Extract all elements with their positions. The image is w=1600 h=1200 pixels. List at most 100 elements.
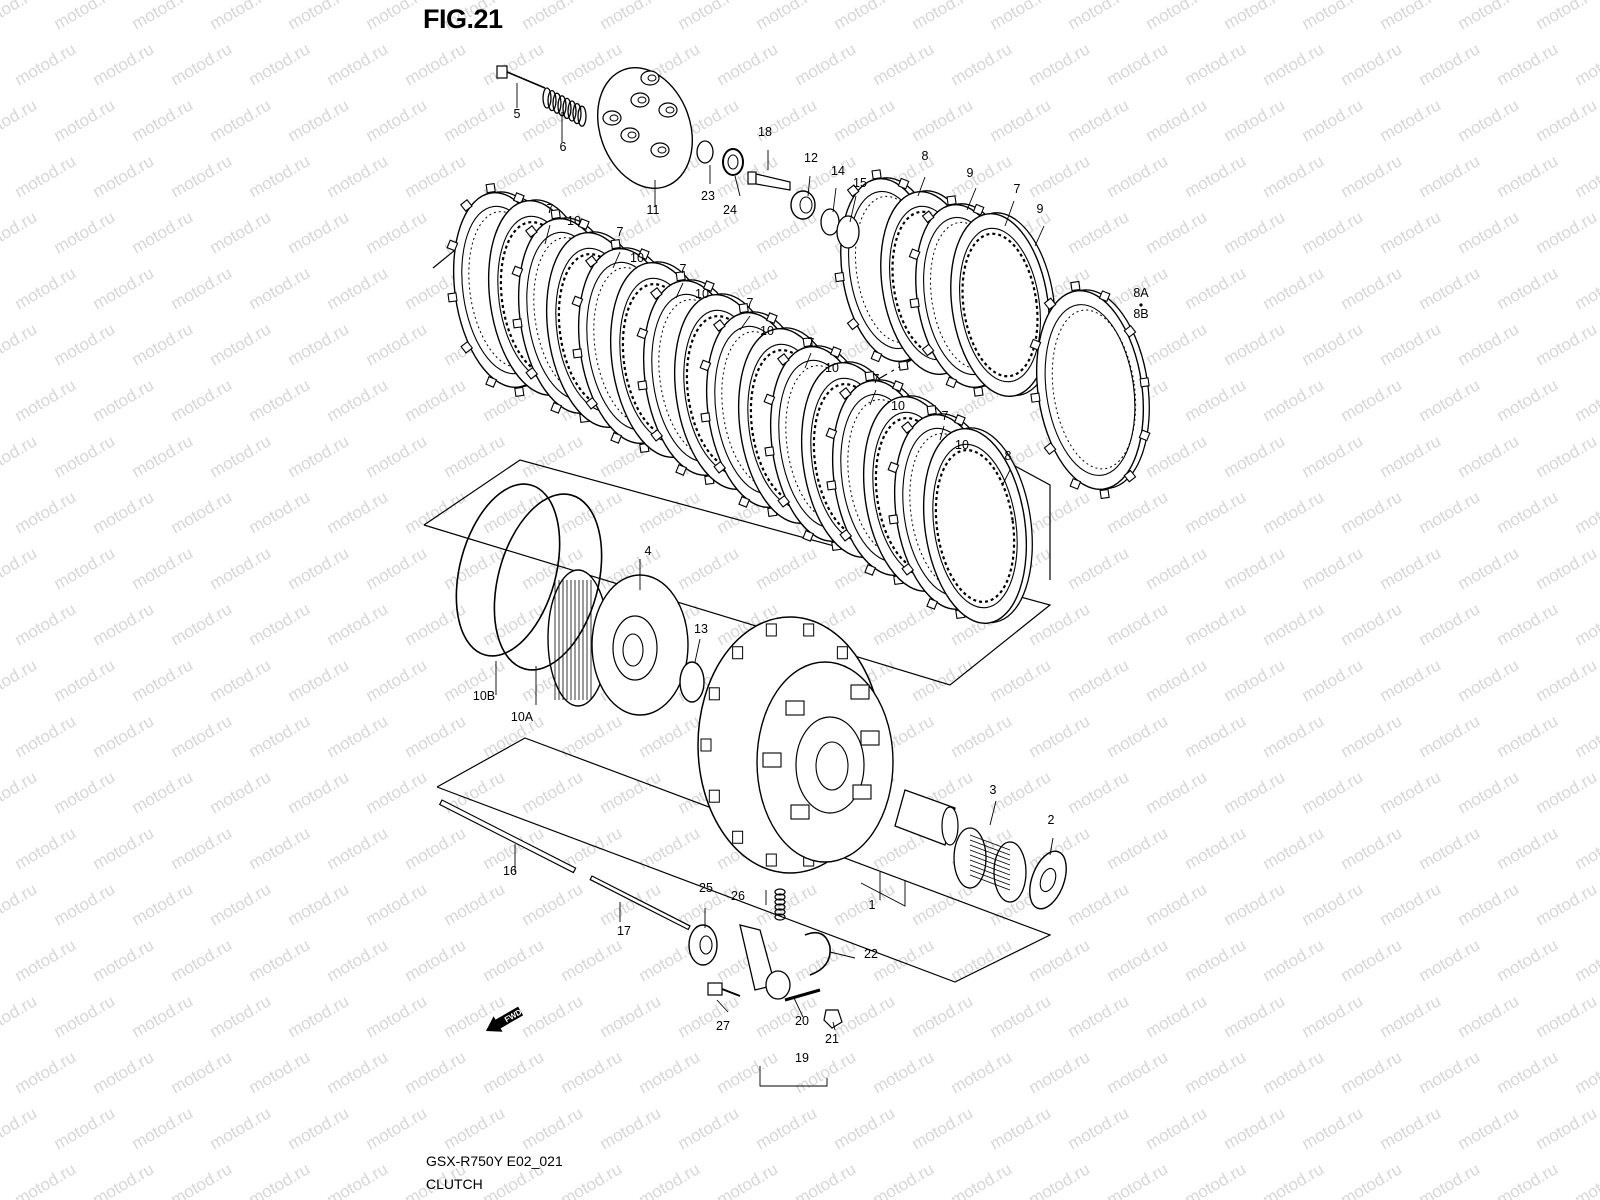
- spacer: [894, 789, 959, 846]
- callout-10: 10: [955, 438, 969, 452]
- callout-10a: 10A: [511, 710, 534, 724]
- callout-3: 3: [990, 783, 997, 797]
- callout-10: 10: [891, 399, 905, 413]
- callout-26: 26: [731, 889, 745, 903]
- leader-line: [793, 997, 804, 1018]
- callout-2: 2: [1048, 813, 1055, 827]
- leader-line: [716, 999, 729, 1013]
- leader-line: [1004, 200, 1015, 227]
- model-code: GSX-R750Y E02_021: [426, 1153, 563, 1169]
- clutch-sleeve-hub: [547, 569, 689, 716]
- basket-frame: [436, 737, 1052, 983]
- leader-line: [734, 175, 741, 197]
- callout-9: 9: [967, 166, 974, 180]
- push-rod-left: [589, 875, 691, 931]
- callout-7: 7: [808, 336, 815, 350]
- callout-8: 8: [1005, 449, 1012, 463]
- callout-10: 10: [695, 287, 709, 301]
- callout-4: 4: [645, 544, 652, 558]
- leader-line: [675, 282, 684, 299]
- adjust-screw: [784, 988, 821, 1002]
- leader-bracket: [759, 1066, 828, 1087]
- thrust-washer-2: [1029, 850, 1067, 910]
- leader-line: [832, 1021, 836, 1031]
- callout-16: 16: [503, 864, 517, 878]
- callout-10b: 10B: [473, 689, 495, 703]
- release-cable-bracket: [804, 931, 831, 976]
- callout-10: 10: [825, 361, 839, 375]
- washer: [836, 215, 860, 249]
- needle-bearing: [953, 827, 1027, 903]
- leader-line: [544, 224, 551, 245]
- washer: [696, 140, 714, 164]
- callout-7: 7: [1014, 182, 1021, 196]
- release-bearing: [722, 148, 744, 176]
- leader-line: [739, 315, 751, 331]
- leader-line: [1049, 837, 1054, 856]
- figure-title: FIG.21: [423, 4, 503, 34]
- parts-layer: [438, 65, 1151, 1029]
- lock-washer: [820, 208, 840, 236]
- callout-7: 7: [547, 202, 554, 216]
- leader-line: [989, 800, 997, 826]
- callout-8a: 8A: [1133, 286, 1149, 300]
- callout-20: 20: [795, 1014, 809, 1028]
- callout-6: 6: [560, 140, 567, 154]
- callout-8b: 8B: [1133, 307, 1148, 321]
- callout-13: 13: [694, 622, 708, 636]
- clutch-spring: [542, 87, 587, 127]
- pressure-plate: [596, 67, 694, 189]
- callout-11: 11: [647, 203, 660, 217]
- spring-seat: [493, 493, 603, 671]
- push-rod-right: [438, 799, 577, 874]
- leader-line: [939, 425, 945, 441]
- leader-lines: [495, 83, 1054, 1087]
- callout-17: 17: [617, 924, 631, 938]
- callout-14: 14: [831, 164, 845, 178]
- callout-8: 8: [922, 149, 929, 163]
- callout-27: 27: [716, 1019, 730, 1033]
- release-arm: [739, 924, 791, 1000]
- leader-line: [807, 175, 811, 197]
- callout-25: 25: [699, 881, 713, 895]
- leader-line: [694, 638, 701, 663]
- clutch-push-piece: [747, 171, 791, 191]
- leader-line: [869, 389, 877, 406]
- callout-7: 7: [680, 262, 687, 276]
- callout-24: 24: [723, 203, 737, 217]
- leader-bracket: [860, 880, 906, 907]
- oil-seal: [688, 924, 718, 966]
- spring-washer: [455, 483, 561, 657]
- callout-7: 7: [747, 296, 754, 310]
- bolt: [707, 982, 741, 997]
- clutch-plate: [950, 212, 1056, 398]
- clutch-plate: [922, 427, 1033, 624]
- lock-nut: [823, 1009, 843, 1029]
- thrust-washer: [679, 661, 705, 703]
- leader-line: [849, 195, 857, 223]
- primary-driven-gear-basket: [697, 616, 894, 874]
- callout-22: 22: [864, 947, 878, 961]
- callout-15: 15: [853, 176, 867, 190]
- clutch-plate-8a: [1029, 280, 1151, 500]
- callout-7: 7: [873, 372, 880, 386]
- leader-line: [832, 187, 837, 213]
- leader-line: [804, 352, 812, 369]
- callout-1: 1: [869, 898, 876, 912]
- callout-10: 10: [630, 251, 644, 265]
- callout-23: 23: [701, 189, 715, 203]
- callout-12: 12: [804, 151, 818, 165]
- leader-line: [829, 951, 856, 959]
- fwd-arrow-icon: FWD: [485, 1006, 523, 1032]
- callout-dot: [1139, 303, 1143, 307]
- callout-18: 18: [758, 125, 772, 139]
- fwd-label: FWD: [503, 1007, 523, 1024]
- clutch-spring-bolt: [496, 65, 546, 89]
- callout-19: 19: [795, 1051, 809, 1065]
- callout-labels: 12345677777777888A8B991010101010101010A1…: [473, 107, 1149, 1065]
- callout-7: 7: [617, 225, 624, 239]
- leader-line: [917, 176, 926, 197]
- hub-nut: [790, 190, 816, 220]
